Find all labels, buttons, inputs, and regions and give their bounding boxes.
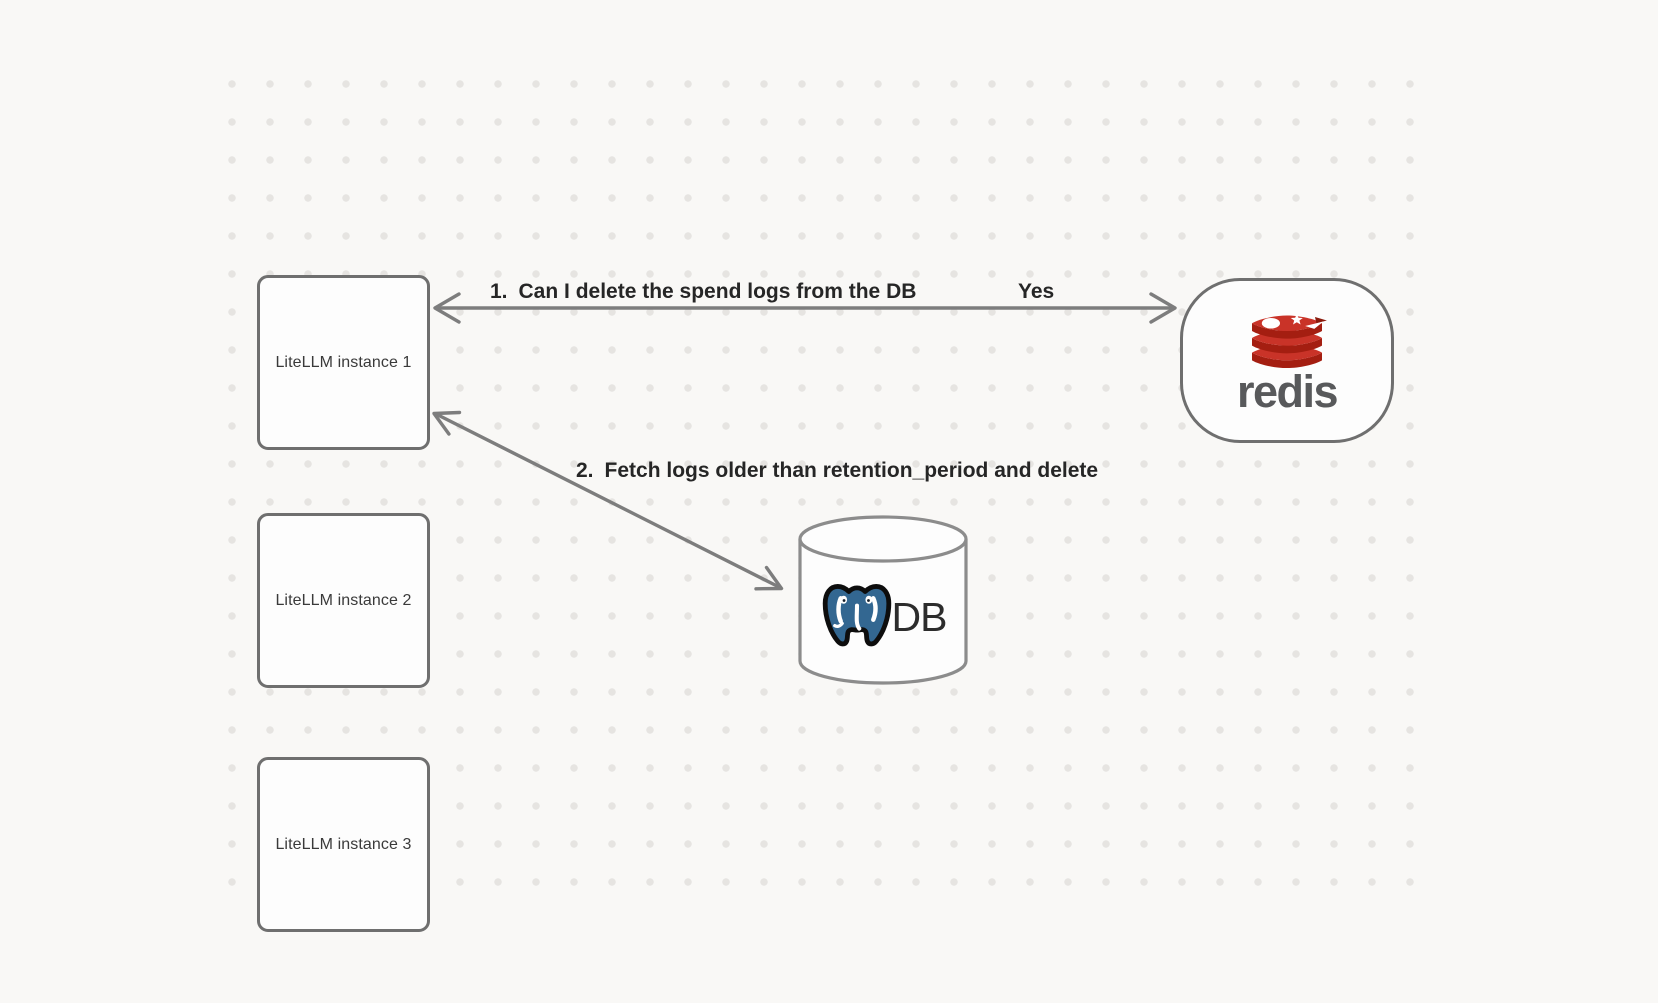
redis-wordmark: redis <box>1236 365 1339 417</box>
postgresql-elephant-icon <box>822 583 891 646</box>
arrow-2-text: Fetch logs older than retention_period a… <box>604 459 1099 482</box>
database-label: DB <box>891 593 948 640</box>
node-label: LiteLLM instance 1 <box>275 353 412 371</box>
redis-logo-icon <box>1252 313 1327 368</box>
node-database[interactable]: DB <box>798 515 968 685</box>
arrow-1-answer-text: Yes <box>1018 280 1055 303</box>
arrow-1-number: 1. <box>490 280 508 303</box>
arrow-2-number: 2. <box>576 459 594 482</box>
arrow-1-text: Can I delete the spend logs from the DB <box>518 280 917 303</box>
node-redis[interactable]: redis <box>1180 278 1394 443</box>
node-label: LiteLLM instance 3 <box>275 835 412 853</box>
node-label: LiteLLM instance 2 <box>275 591 412 609</box>
node-litellm-instance-2[interactable]: LiteLLM instance 2 <box>257 513 430 688</box>
arrow-2-label: 2. Fetch logs older than retention_perio… <box>576 458 1098 484</box>
arrow-1-answer: Yes <box>1018 279 1054 305</box>
database-content: DB <box>808 577 958 657</box>
node-litellm-instance-1[interactable]: LiteLLM instance 1 <box>257 275 430 450</box>
arrow-1-label: 1. Can I delete the spend logs from the … <box>490 279 916 305</box>
node-litellm-instance-3[interactable]: LiteLLM instance 3 <box>257 757 430 932</box>
